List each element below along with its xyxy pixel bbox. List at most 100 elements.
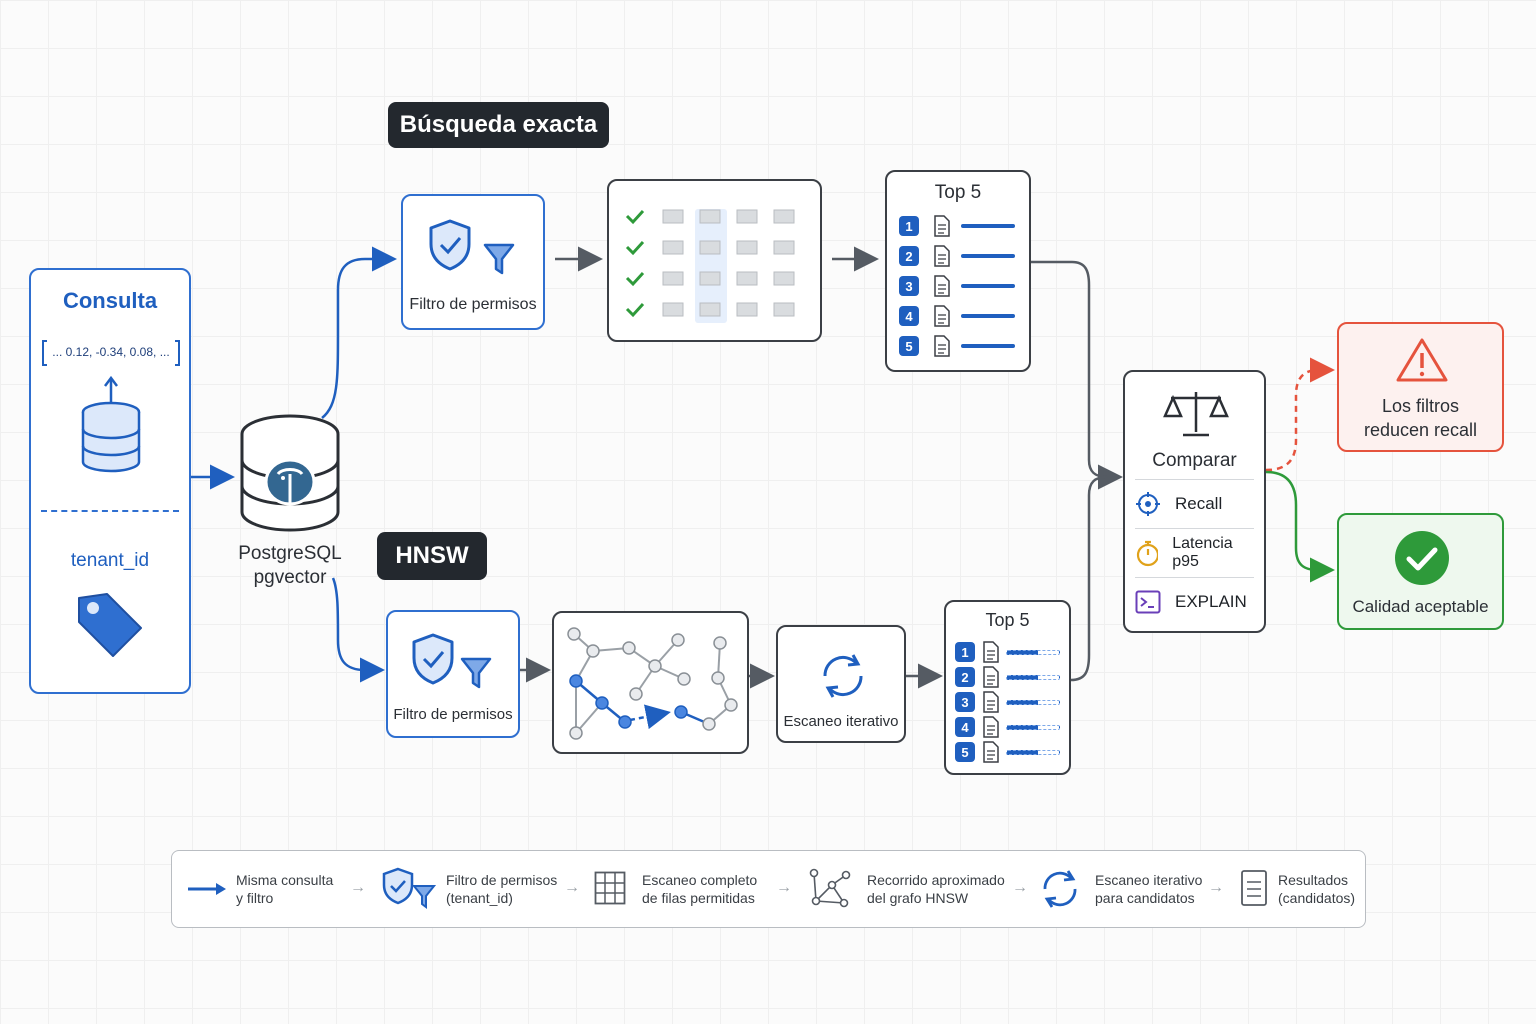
db-label: PostgreSQL pgvector	[230, 542, 350, 590]
metric-recall: Recall	[1135, 479, 1254, 528]
metric-explain: EXPLAIN	[1135, 577, 1254, 626]
rank-badge: 1	[955, 642, 975, 662]
legend-item-same-query: Misma consulta y filtro	[236, 871, 333, 907]
legend-graph-icon	[809, 868, 851, 908]
document-icon	[983, 641, 999, 663]
legend-separator-arrow-icon: →	[1012, 879, 1028, 896]
hnsw-filter-card: Filtro de permisos	[386, 610, 520, 738]
compare-title: Comparar	[1152, 450, 1237, 471]
result-bar	[1006, 700, 1060, 705]
document-icon	[983, 666, 999, 688]
check-circle-icon	[1395, 531, 1449, 585]
quality-ok-text: Calidad aceptable	[1352, 597, 1489, 616]
legend-separator-arrow-icon: →	[1208, 879, 1224, 896]
legend-item-line: (candidatos)	[1278, 890, 1356, 906]
query-divider	[41, 510, 179, 512]
legend-item-line: para candidatos	[1095, 890, 1195, 906]
postgres-database-icon	[240, 414, 340, 532]
result-bar	[961, 284, 1015, 288]
exact-filter-card: Filtro de permisos	[401, 194, 545, 330]
query-title: Consulta	[62, 288, 158, 313]
arrow-db-to-exact	[321, 246, 397, 419]
legend-item-line: Recorrido aproximado	[867, 872, 1005, 888]
legend-item-line: Filtro de permisos	[446, 872, 558, 888]
rank-badge: 1	[899, 216, 919, 236]
result-bar	[1006, 675, 1060, 680]
legend-item-line: Resultados	[1278, 872, 1349, 888]
metric-recall-label: Recall	[1175, 494, 1223, 513]
check-icon	[625, 302, 645, 318]
legend-item-graph: Recorrido aproximado del grafo HNSW	[867, 871, 1005, 907]
result-bar	[961, 344, 1015, 348]
full-scan-table	[607, 179, 822, 342]
result-bar	[961, 254, 1015, 258]
iterative-scan-card: Escaneo iterativo	[776, 625, 906, 743]
scales-icon	[1163, 392, 1229, 437]
refresh-icon	[823, 654, 863, 698]
legend-item-results: Resultados (candidatos)	[1278, 871, 1355, 907]
upload-database-icon	[81, 375, 141, 473]
vector-values: ... 0.12, -0.34, 0.08, ...	[52, 345, 170, 359]
legend-item-line: y filtro	[236, 890, 274, 906]
arrow-db-to-hnsw	[331, 577, 385, 683]
check-icon	[625, 240, 645, 256]
tenant-label: tenant_id	[70, 550, 150, 571]
rank-badge: 3	[899, 276, 919, 296]
recall-warning-card: Los filtros reducen recall	[1337, 322, 1504, 452]
document-icon	[934, 275, 950, 297]
db-label-line2: pgvector	[253, 567, 327, 588]
result-bar	[1006, 650, 1060, 655]
iterative-scan-label: Escaneo iterativo	[783, 713, 899, 730]
arrow-to-bad	[1265, 357, 1335, 472]
rank-badge: 5	[955, 742, 975, 762]
document-icon	[934, 215, 950, 237]
legend-separator-arrow-icon: →	[564, 879, 580, 896]
legend-separator-arrow-icon: →	[776, 879, 792, 896]
rank-badge: 2	[899, 246, 919, 266]
hnsw-top5-title: Top 5	[985, 610, 1030, 630]
legend-item-full-scan: Escaneo completo de filas permitidas	[642, 871, 757, 907]
legend-item-line: (tenant_id)	[446, 890, 513, 906]
hnsw-filter-label: Filtro de permisos	[393, 706, 513, 723]
document-icon	[983, 741, 999, 763]
target-icon	[1136, 492, 1160, 516]
legend-separator-arrow-icon: →	[350, 879, 366, 896]
rank-badge: 5	[899, 336, 919, 356]
legend-item-line: Misma consulta	[236, 872, 334, 888]
compare-card: Comparar Recall Latencia p95 EXPLAIN	[1123, 370, 1266, 633]
rank-badge: 4	[899, 306, 919, 326]
metric-latency: Latencia p95	[1135, 528, 1254, 577]
result-bar	[961, 224, 1015, 228]
stopwatch-icon	[1136, 540, 1159, 567]
table-grid	[625, 209, 795, 318]
traversal-arrow	[629, 704, 671, 730]
rank-badge: 2	[955, 667, 975, 687]
tag-icon	[78, 593, 142, 657]
rank-badge: 4	[955, 717, 975, 737]
legend-refresh-icon	[1043, 870, 1077, 908]
exact-search-title: Búsqueda exacta	[388, 102, 609, 148]
hnsw-graph-card	[552, 611, 749, 754]
legend-grid-icon	[594, 871, 626, 905]
query-card: Consulta ... 0.12, -0.34, 0.08, ... tena…	[29, 268, 191, 694]
legend-arrow-icon	[188, 883, 226, 895]
warning-icon	[1396, 338, 1448, 382]
legend-item-filter: Filtro de permisos (tenant_id)	[446, 871, 557, 907]
legend-item-line: del grafo HNSW	[867, 890, 969, 906]
legend-item-iterative: Escaneo iterativo para candidatos	[1095, 871, 1202, 907]
document-icon	[934, 335, 950, 357]
result-bar	[1006, 725, 1060, 730]
shield-check-icon	[429, 219, 471, 271]
legend-document-icon	[1241, 870, 1267, 906]
result-bar	[1006, 750, 1060, 755]
check-icon	[625, 209, 645, 225]
hnsw-graph	[567, 627, 738, 740]
vector-bracket: ... 0.12, -0.34, 0.08, ...	[41, 340, 181, 366]
legend-item-line: de filas permitidas	[642, 890, 755, 906]
legend-item-line: Escaneo iterativo	[1095, 872, 1203, 888]
exact-top5-title: Top 5	[934, 182, 982, 203]
legend: Misma consulta y filtro → Filtro de perm…	[171, 850, 1366, 928]
terminal-icon	[1135, 590, 1161, 614]
metric-explain-label: EXPLAIN	[1175, 592, 1247, 611]
